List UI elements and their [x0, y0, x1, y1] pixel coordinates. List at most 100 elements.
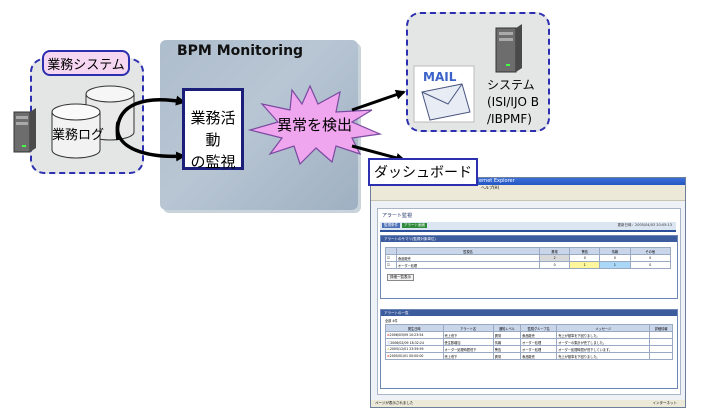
- alert-date: 2006/02/09 18:32:24: [390, 340, 424, 345]
- mail-label: MAIL: [423, 70, 457, 84]
- alert-cell: 異常: [492, 352, 522, 360]
- summary-cell: 0: [599, 254, 631, 262]
- system-line-1: システム: [487, 78, 535, 92]
- summary-cell: 0: [569, 254, 601, 262]
- alert-cell: 情報: [492, 338, 522, 346]
- alert-cell: [649, 338, 673, 346]
- alert-cell: オーダー処理: [520, 345, 558, 353]
- alert-row: ⊗2006/03/09 10:23:54 売上低下 異常 食品販売 売上が基準を…: [385, 331, 673, 339]
- alert-header-cell: 詳細情報: [649, 324, 673, 332]
- summary-header-cell: 異常: [538, 247, 571, 255]
- alert-cell: 売上低下: [442, 352, 494, 360]
- screenshot-menubar: ヘルプ(H): [371, 185, 685, 191]
- alert-cell: 売上が基準を下回りました。: [556, 331, 651, 339]
- alert-cell: 異常: [492, 331, 522, 339]
- alert-cell: オーダー処理時間低下: [442, 345, 494, 353]
- summary-header-cell: [385, 247, 397, 255]
- alert-header-cell: メッセージ: [556, 324, 651, 332]
- server-icon: [13, 108, 36, 153]
- alert-cell: [649, 331, 673, 339]
- screenshot-nav-bar: 監視条件 アラート画面 更新日時：2005/04/03 20:05:13: [380, 222, 676, 232]
- alert-cell: 売上が基準を下回りました。: [556, 352, 651, 360]
- summary-header-cell: 警告: [569, 247, 601, 255]
- alert-cell: 食品販売: [520, 331, 558, 339]
- anomaly-to-mail-arrow: [351, 89, 406, 112]
- alert-header-cell: 監視グループ名: [520, 324, 558, 332]
- status-left: ページが表示されました: [375, 401, 414, 405]
- screenshot-page: アラート監視 監視条件 アラート画面 更新日時：2005/04/03 20:05…: [377, 208, 681, 395]
- summary-cell: 1: [599, 261, 631, 269]
- monitor-line-1: 業務活動: [190, 109, 236, 149]
- alert-cell: [649, 352, 673, 360]
- mail-icon: [413, 65, 475, 123]
- alert-date: 2006/03/09 10:23:54: [389, 333, 424, 337]
- screenshot-page-title: アラート監視: [382, 213, 413, 219]
- alert-date: 2005/12/01 23:59:59: [389, 347, 424, 351]
- summary-header-cell: 監視名: [396, 247, 540, 255]
- error-icon: ⊗: [387, 354, 390, 358]
- business-log-label: 業務ログ: [52, 128, 105, 143]
- status-right: インターネット: [652, 401, 678, 405]
- alert-header-cell: 発生日時: [385, 324, 444, 332]
- alert-cell: [649, 345, 673, 353]
- summary-panel: アラートのサマリ(監視対象単位) 監視名 異常 警告 情報 その他 ☑ 食品販売…: [380, 235, 678, 299]
- system-server-icon: [495, 24, 522, 73]
- monitor-condition-button: 監視条件: [382, 223, 400, 228]
- alert-cell: 食品販売: [520, 352, 558, 360]
- summary-cell: 0: [538, 261, 571, 269]
- summary-header-cell: その他: [629, 247, 672, 255]
- alert-row: ⊗2005/01/01 00:00:00 売上低下 異常 食品販売 売上が基準を…: [385, 352, 673, 360]
- monitor-line-2: の監視: [190, 153, 236, 171]
- alert-cell: 受注数増加: [442, 338, 494, 346]
- alert-list-count: 全部 4件: [385, 319, 398, 323]
- info-icon: ⓘ: [387, 340, 391, 345]
- summary-cell: 0: [629, 254, 672, 262]
- alert-date: 2005/01/01 00:00:00: [389, 354, 424, 358]
- summary-cell: ☑: [385, 254, 397, 262]
- screenshot-updated: 更新日時：2005/04/03 20:05:13: [617, 223, 672, 227]
- log-to-monitor-arrow-bottom: [115, 121, 186, 162]
- alert-list-table: 発生日時 アラート名 通知レベル 監視グループ名 メッセージ 詳細情報 ⊗200…: [385, 324, 673, 360]
- alert-cell: ⊗2006/03/09 10:23:54: [385, 331, 444, 339]
- summary-header-row: 監視名 異常 警告 情報 その他: [385, 247, 672, 255]
- anomaly-to-dashboard-arrow: [351, 144, 406, 163]
- alert-row: ⚠2005/12/01 23:59:59 オーダー処理時間低下 警告 オーダー処…: [385, 345, 673, 353]
- database-icon: [51, 85, 135, 159]
- system-label: システム (ISI/IJO B /IBPMF): [487, 77, 539, 128]
- alert-cell: ⚠2005/12/01 23:59:59: [385, 345, 444, 353]
- anomaly-label: 異常を検出: [277, 116, 353, 134]
- bpm-title: BPM Monitoring: [177, 43, 304, 59]
- alert-screen-button: アラート画面: [402, 223, 427, 228]
- alert-list-panel: アラートの一覧 全部 4件 発生日時 アラート名 通知レベル 監視グループ名 メ…: [380, 309, 678, 389]
- alert-cell: 売上低下: [442, 331, 494, 339]
- anomaly-burst: [247, 84, 383, 166]
- screenshot-toolbar: [371, 191, 685, 201]
- summary-cell: オーダー処理: [396, 261, 540, 269]
- summary-cell: ☑: [385, 261, 397, 269]
- summary-title: アラートのサマリ(監視対象単位): [381, 236, 677, 242]
- summary-cell: 1: [569, 261, 601, 269]
- summary-header-cell: 情報: [599, 247, 631, 255]
- alert-cell: オーダー処理時間が低下しています。: [556, 345, 651, 353]
- alert-row: ⓘ2006/02/09 18:32:24 受注数増加 情報 オーダー処理 オーダ…: [385, 338, 673, 346]
- alert-header-row: 発生日時 アラート名 通知レベル 監視グループ名 メッセージ 詳細情報: [385, 324, 673, 332]
- business-system-label: 業務システム: [42, 50, 130, 76]
- alert-cell: オーダー処理: [520, 338, 558, 346]
- alert-cell: ⓘ2006/02/09 18:32:24: [385, 338, 444, 346]
- alert-cell: ⊗2005/01/01 00:00:00: [385, 352, 444, 360]
- alert-header-cell: 通知レベル: [492, 324, 522, 332]
- dashboard-screenshot: ernet Explorer ヘルプ(H) アラート監視 監視条件 アラート画面…: [370, 177, 686, 408]
- summary-cell: 食品販売: [396, 254, 540, 262]
- summary-table: 監視名 異常 警告 情報 その他 ☑ 食品販売 2 0 0 0 ☑ オーダー処理: [385, 247, 672, 269]
- alert-cell: 警告: [492, 345, 522, 353]
- summary-row: ☑ 食品販売 2 0 0 0: [385, 254, 672, 262]
- system-line-3: /IBPMF): [487, 112, 532, 126]
- summary-row: ☑ オーダー処理 0 1 1 0: [385, 261, 672, 269]
- error-icon: ⊗: [387, 333, 390, 337]
- screenshot-statusbar: ページが表示されました インターネット: [371, 400, 685, 407]
- detail-list-button: 詳細一覧表示: [387, 274, 414, 281]
- warning-icon: ⚠: [387, 347, 390, 351]
- activity-monitor-box: 業務活動 の監視: [182, 88, 244, 171]
- summary-cell: 2: [538, 254, 571, 262]
